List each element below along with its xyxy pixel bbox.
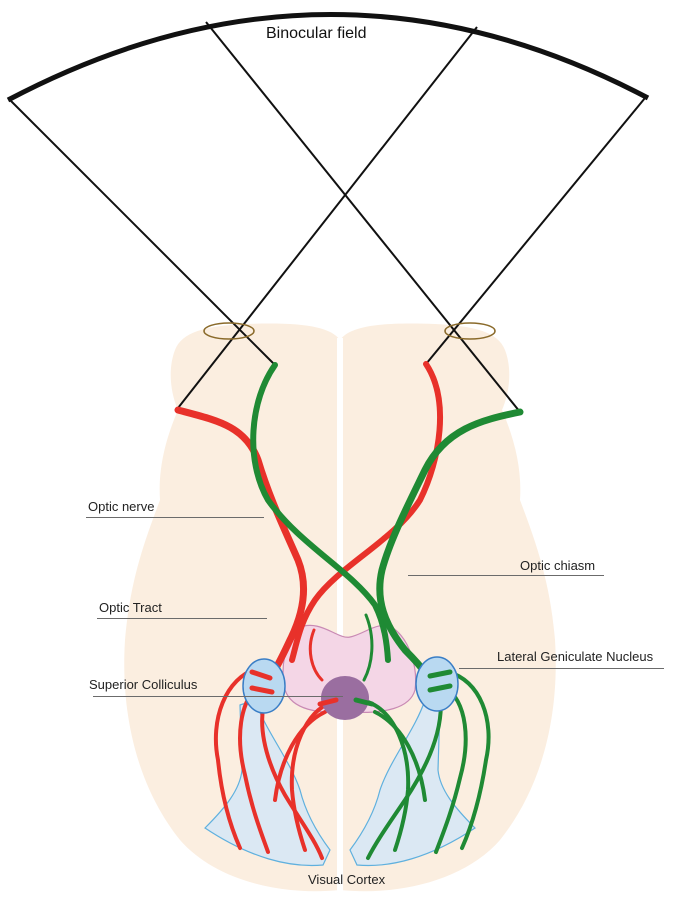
left-hemisphere — [124, 323, 340, 892]
left-lateral-geniculate-nucleus — [242, 658, 286, 714]
left-optic-nerve-temporal — [174, 406, 307, 679]
right-eye-pathway — [250, 362, 524, 860]
optic-chiasm-leader — [408, 575, 604, 576]
right-fiber-a — [446, 670, 491, 850]
right-eye-inner-sightline — [205, 21, 521, 413]
left-lgn-fiber-end-2 — [249, 685, 275, 695]
right-eye-outer-sightline — [425, 97, 646, 365]
optic-tract-label: Optic Tract — [99, 600, 162, 615]
right-lgn-fiber-end-1 — [427, 669, 453, 679]
left-fiber-e — [273, 710, 327, 802]
binocular-field — [6, 12, 650, 413]
right-visual-cortex-region — [349, 699, 476, 867]
optic-tract-leader — [97, 618, 267, 619]
left-fiber-a — [213, 666, 260, 850]
right-sc-fiber-end — [353, 697, 375, 707]
left-lgn-fiber-end-1 — [249, 669, 273, 681]
superior-colliculus-leader — [93, 696, 343, 697]
left-sc-fiber-end — [317, 697, 339, 707]
left-fiber-c — [260, 690, 324, 860]
right-lateral-geniculate-nucleus — [415, 656, 459, 712]
left-eye-lens — [203, 322, 255, 340]
right-hemisphere — [340, 323, 556, 892]
right-lgn-fiber-end-2 — [427, 683, 453, 693]
superior-colliculus-label: Superior Colliculus — [89, 677, 198, 692]
binocular-field-arc — [6, 12, 650, 103]
right-fiber-b — [434, 684, 468, 854]
right-lgn-fiber-ends — [353, 669, 453, 707]
optic-nerve-label: Optic nerve — [88, 499, 155, 514]
left-eye-nasal-crossing-fiber — [250, 362, 391, 663]
lateral-geniculate-nucleus-label: Lateral Geniculate Nucleus — [497, 649, 654, 664]
right-optic-nerve-temporal — [376, 408, 524, 680]
visual-cortex-label: Visual Cortex — [308, 872, 386, 887]
right-eye-lens — [444, 322, 496, 340]
left-fiber-d — [289, 700, 334, 852]
optic-chiasm-label: Optic chiasm — [520, 558, 596, 573]
right-eye-nasal-crossing-fiber — [289, 361, 443, 663]
superior-colliculus — [321, 676, 369, 720]
left-eye-inner-sightline — [177, 26, 478, 409]
right-fiber-d — [366, 700, 411, 852]
left-eye-outer-sightline — [9, 99, 276, 366]
left-lgn-fiber-ends — [249, 669, 339, 707]
brain-outline — [124, 323, 556, 892]
binocular-field-label: Binocular field — [266, 25, 367, 42]
left-fiber-f — [308, 628, 324, 682]
lateral-geniculate-nucleus-leader — [459, 668, 664, 669]
optic-nerve-leader — [86, 517, 264, 518]
right-fiber-f — [362, 613, 374, 682]
right-fiber-e — [373, 710, 427, 802]
